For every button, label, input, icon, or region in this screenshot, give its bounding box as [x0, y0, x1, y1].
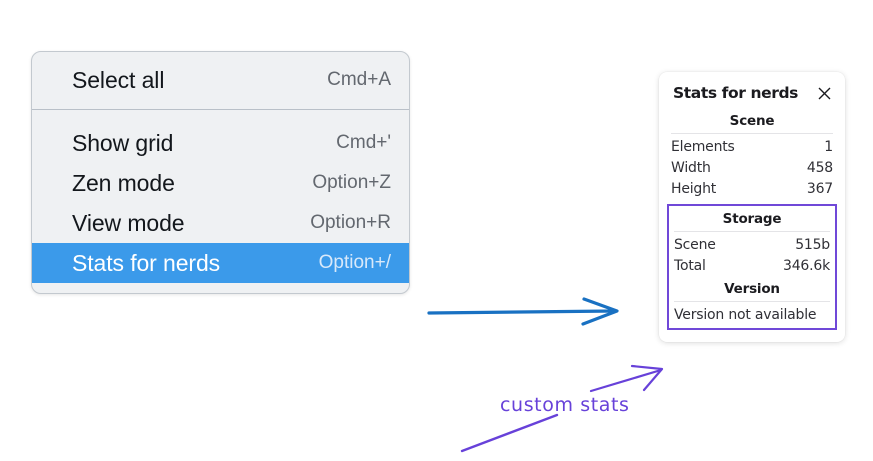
menu-item-zen-mode[interactable]: Zen mode Option+Z: [32, 163, 409, 203]
menu-item-label: Select all: [72, 66, 165, 93]
menu-item-shortcut: Cmd+': [336, 132, 391, 153]
stats-panel-header: Stats for nerds: [659, 82, 845, 108]
menu-group-bottom: Show grid Cmd+' Zen mode Option+Z View m…: [32, 110, 409, 283]
stats-section-title: Version: [724, 281, 780, 297]
section-divider: [671, 133, 833, 134]
stats-section-scene: Scene Elements 1 Width 458 Height 367: [659, 108, 845, 199]
stats-row-value: 367: [806, 180, 833, 197]
menu-item-shortcut: Option+R: [310, 212, 391, 233]
stats-section-storage: Storage Scene 515b Total 346.6k: [674, 206, 830, 276]
stats-section-title: Storage: [722, 211, 782, 227]
blue-arrow: [427, 297, 619, 326]
menu-group-top: Select all Cmd+A: [32, 52, 409, 109]
stats-section-version: Version Version not available: [674, 276, 830, 324]
menu-item-shortcut: Option+Z: [312, 172, 391, 193]
stats-row-height: Height 367: [671, 178, 833, 199]
close-icon[interactable]: [816, 85, 833, 102]
stats-section-title: Scene: [729, 113, 775, 129]
stats-row-storage-total: Total 346.6k: [674, 255, 830, 276]
menu-item-label: Stats for nerds: [72, 249, 221, 276]
menu-item-stats-for-nerds[interactable]: Stats for nerds Option+/: [32, 243, 409, 283]
menu-item-label: Zen mode: [72, 169, 175, 196]
menu-item-view-mode[interactable]: View mode Option+R: [32, 203, 409, 243]
context-menu[interactable]: Select all Cmd+A Show grid Cmd+' Zen mod…: [31, 51, 410, 294]
section-divider: [674, 231, 830, 232]
custom-stats-highlight-box: Storage Scene 515b Total 346.6k Version …: [667, 204, 837, 330]
stats-for-nerds-panel: Stats for nerds Scene Elements 1 Width 4…: [659, 72, 845, 342]
menu-item-shortcut: Option+/: [318, 252, 391, 273]
stats-row-elements: Elements 1: [671, 136, 833, 157]
annotation-label: custom stats: [500, 394, 630, 416]
stats-row-value: 458: [806, 159, 833, 176]
stats-row-width: Width 458: [671, 157, 833, 178]
stats-row-key: Height: [671, 180, 717, 197]
menu-separator: [32, 109, 409, 110]
stats-row-value: 515b: [795, 236, 830, 253]
stats-row-value: 1: [824, 138, 833, 155]
stats-panel-title: Stats for nerds: [673, 84, 799, 102]
menu-item-show-grid[interactable]: Show grid Cmd+': [32, 123, 409, 163]
stats-row-version-text: Version not available: [674, 307, 817, 323]
purple-underline-stroke: [460, 413, 559, 453]
section-divider: [674, 301, 830, 302]
stats-row-key: Width: [671, 159, 711, 176]
menu-item-label: Show grid: [72, 129, 174, 156]
stats-row-key: Total: [674, 257, 706, 274]
purple-arrow: [589, 364, 664, 393]
menu-item-select-all[interactable]: Select all Cmd+A: [32, 60, 409, 100]
menu-item-shortcut: Cmd+A: [327, 69, 391, 90]
menu-item-label: View mode: [72, 209, 185, 236]
stats-row-storage-scene: Scene 515b: [674, 234, 830, 255]
stats-row-value: 346.6k: [783, 257, 830, 274]
stats-row-key: Elements: [671, 138, 735, 155]
stats-row-key: Scene: [674, 236, 716, 253]
